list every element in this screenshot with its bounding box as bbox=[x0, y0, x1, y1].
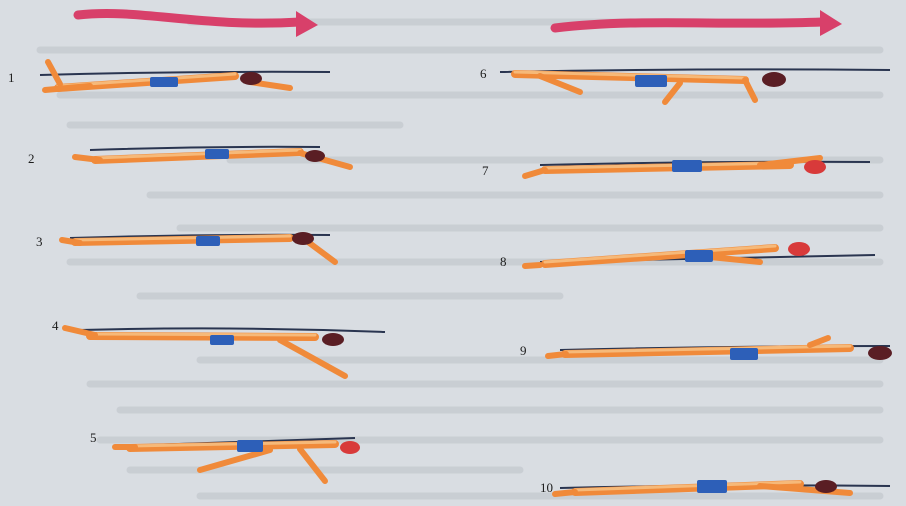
step-number-5: 5 bbox=[90, 430, 97, 445]
swimmer-figure-icon bbox=[62, 232, 335, 262]
water-line-icon bbox=[80, 328, 385, 332]
step-number-4: 4 bbox=[52, 318, 59, 333]
step-number-3: 3 bbox=[36, 234, 43, 249]
water-line-icon bbox=[40, 72, 330, 75]
swimmer-figure-icon bbox=[115, 438, 360, 481]
step-number-9: 9 bbox=[520, 343, 527, 358]
swimmer-figure-icon bbox=[75, 147, 350, 167]
swimmer-figure-icon bbox=[555, 480, 890, 494]
swimmer-figure-icon bbox=[65, 328, 385, 376]
step-number-1: 1 bbox=[8, 70, 15, 85]
swimmer-figure-icon bbox=[40, 62, 330, 90]
step-number-2: 2 bbox=[28, 151, 35, 166]
swim-direction-arrow-icon bbox=[78, 11, 318, 37]
swim-direction-arrow-icon bbox=[555, 10, 842, 36]
step-number-6: 6 bbox=[480, 66, 487, 81]
step-number-10: 10 bbox=[540, 480, 553, 495]
step-number-7: 7 bbox=[482, 163, 489, 178]
step-number-8: 8 bbox=[500, 254, 507, 269]
